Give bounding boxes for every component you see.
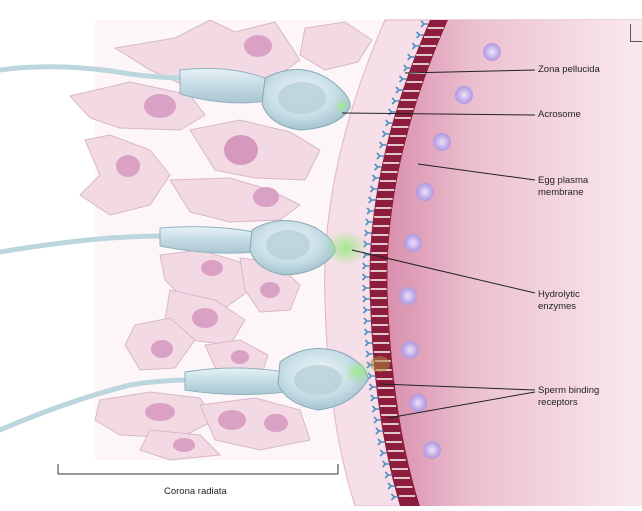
- cell-nucleus: [244, 35, 272, 57]
- cell-nucleus: [224, 135, 258, 165]
- sperm-nucleus: [294, 365, 342, 395]
- sperm-nucleus: [278, 82, 326, 114]
- cell-nucleus: [253, 187, 279, 207]
- cell-nucleus: [192, 308, 218, 328]
- corner-mark: [630, 24, 642, 42]
- egg-layers: [325, 20, 642, 506]
- label-corona-radiata: Corona radiata: [164, 486, 227, 498]
- label-egg-plasma-membrane: Egg plasma membrane: [538, 175, 588, 198]
- cell-nucleus: [231, 350, 249, 364]
- hydrolytic-enzyme-cloud: [324, 230, 368, 266]
- cell-nucleus: [144, 94, 176, 118]
- penetration-site: [370, 356, 390, 372]
- corona-bracket: [58, 464, 338, 474]
- cortical-granule: [483, 43, 501, 61]
- cortical-granule: [455, 86, 473, 104]
- cortical-granule: [433, 133, 451, 151]
- label-hydrolytic-enzymes: Hydrolytic enzymes: [538, 289, 580, 312]
- cortical-granule: [409, 394, 427, 412]
- sperm-midpiece: [185, 368, 286, 395]
- cell-nucleus: [173, 438, 195, 452]
- cell-nucleus: [151, 340, 173, 358]
- label-sperm-binding-receptors: Sperm binding receptors: [538, 385, 599, 408]
- acrosome-glow: [335, 99, 349, 113]
- cell-nucleus: [264, 414, 288, 432]
- cortical-granule: [401, 341, 419, 359]
- egg-cytoplasm: [388, 20, 642, 506]
- label-acrosome: Acrosome: [538, 109, 581, 121]
- cortical-granule: [399, 287, 417, 305]
- cell-nucleus: [145, 403, 175, 421]
- cell-nucleus: [201, 260, 223, 276]
- cortical-granule: [423, 441, 441, 459]
- cortical-granule: [404, 234, 422, 252]
- cell-nucleus: [116, 155, 140, 177]
- cell-nucleus: [260, 282, 280, 298]
- sperm-nucleus: [266, 230, 310, 260]
- cell-nucleus: [218, 410, 246, 430]
- cortical-granule: [416, 183, 434, 201]
- hydrolytic-enzyme-cloud: [344, 360, 372, 384]
- label-zona-pellucida: Zona pellucida: [538, 64, 600, 76]
